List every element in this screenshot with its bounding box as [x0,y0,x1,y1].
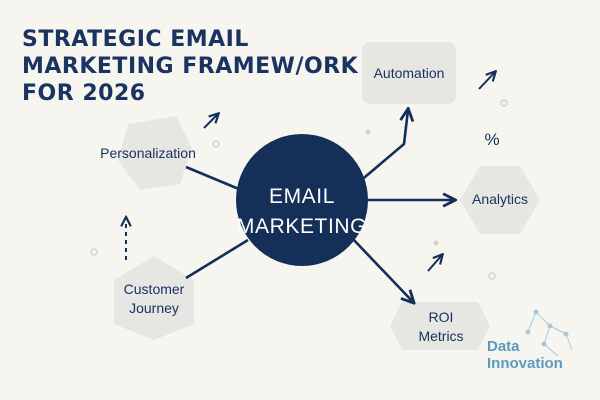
network-logo-icon [525,309,573,357]
analytics-node [460,166,540,234]
roi-metrics-label-line-2: Metrics [418,328,464,344]
decor-dot [90,248,98,256]
trend-arrow-icon [427,255,442,272]
page-title: STRATEGIC EMAIL MARKETING FRAMEW/ORK FOR… [22,26,359,107]
connector-automation-arrow [351,110,408,189]
roi-metrics-node [390,302,490,350]
customer-journey-label: Customer Journey [108,280,200,318]
title-line-1: STRATEGIC EMAIL [22,27,249,52]
customer-journey-label-line-2: Journey [129,300,179,316]
title-line-2: MARKETING FRAMEW/ORK [22,54,359,79]
trend-arrow-icon [478,72,495,90]
automation-node [362,42,456,104]
customer-journey-node [114,256,194,340]
percent-icon: % [484,130,499,149]
connector-personalization [185,165,247,194]
trend-arrow-icon [203,114,218,129]
center-hub [236,134,368,266]
center-label: EMAIL MARKETING [236,182,368,242]
decor-dot [212,140,220,148]
decor-dot [500,99,508,107]
personalization-node [118,116,192,190]
analytics-label: Analytics [471,191,529,207]
title-line-3: FOR 2026 [22,81,146,106]
decor-dot [365,129,371,135]
logo-line-2: Innovation [487,355,563,372]
center-label-line-1: EMAIL [268,185,336,208]
logo-line-1: Data [487,338,520,355]
data-innovation-logo: Data Innovation [487,338,563,372]
customer-journey-label-line-1: Customer [123,281,185,297]
center-label-line-2: MARKETING [236,215,368,238]
roi-metrics-label: ROI Metrics [396,308,486,346]
personalization-label: Personalization [100,145,196,161]
roi-metrics-label-line-1: ROI [428,309,454,325]
automation-label: Automation [373,65,445,81]
decor-dot [488,272,496,280]
connector-roi-arrow [351,237,413,302]
decor-dot [433,240,439,246]
connector-customer-journey [185,238,249,280]
